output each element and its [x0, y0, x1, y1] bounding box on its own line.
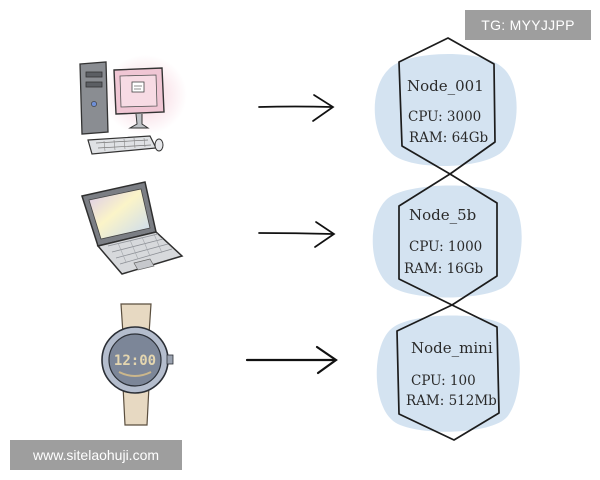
smartwatch-icon: 12:00: [101, 303, 174, 426]
node-wash-3: [376, 315, 520, 432]
node-mini: Node_mini CPU: 100 RAM: 512Mb: [376, 304, 520, 441]
node-wash-1: [374, 53, 517, 167]
watermark-tg-label: TG: MYYJJPP: [465, 10, 591, 40]
node-ram: RAM: 64Gb: [409, 130, 488, 146]
node-name: Node_5b: [409, 206, 476, 224]
node-cpu: CPU: 100: [411, 373, 476, 389]
node-cpu: CPU: 3000: [408, 109, 481, 125]
node-cpu: CPU: 1000: [409, 239, 482, 255]
arrow-watch-to-node: [245, 345, 338, 375]
desktop-computer-icon: [79, 55, 187, 155]
watch-screen-time: 12:00: [114, 353, 156, 369]
arrow-laptop-to-node: [258, 221, 336, 248]
node-name: Node_mini: [411, 339, 493, 357]
node-wash-2: [372, 185, 522, 298]
node-ram: RAM: 512Mb: [406, 393, 497, 409]
arrow-desktop-to-node: [258, 94, 335, 122]
watermark-site-label: www.sitelaohuji.com: [10, 440, 182, 470]
node-ram: RAM: 16Gb: [404, 261, 483, 277]
laptop-icon: [81, 181, 184, 275]
node-name: Node_001: [407, 77, 484, 95]
node-5b: Node_5b CPU: 1000 RAM: 16Gb: [372, 173, 522, 306]
node-001: Node_001 CPU: 3000 RAM: 64Gb: [374, 37, 517, 175]
node-hexagon-3: [396, 304, 500, 441]
